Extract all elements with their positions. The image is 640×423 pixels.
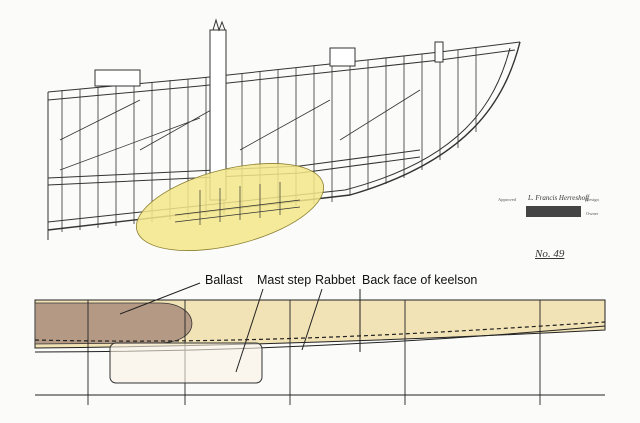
ballast-shape xyxy=(34,302,193,345)
hull-profile xyxy=(47,18,521,240)
designer-label: Design xyxy=(586,197,599,202)
ballast-leader xyxy=(119,282,201,315)
plan-number: No. 49 xyxy=(535,248,565,260)
highlight-ellipse xyxy=(135,163,325,251)
label-rabbet: Rabbet xyxy=(315,273,356,287)
signature-block xyxy=(526,206,581,217)
label-mast-step: Mast step xyxy=(257,273,312,287)
section-diagram xyxy=(34,282,606,405)
label-ballast: Ballast xyxy=(205,273,243,287)
mast-step-detail xyxy=(174,182,301,225)
label-keelson: Back face of keelson xyxy=(362,273,478,287)
mast-step-box xyxy=(109,342,263,384)
mast-step-leader xyxy=(235,288,264,373)
approved-label: Approved xyxy=(498,197,516,202)
owner-label: Owner xyxy=(586,211,599,216)
signature: L. Francis Herreshoff xyxy=(528,194,589,202)
rabbet-leader xyxy=(301,288,323,351)
